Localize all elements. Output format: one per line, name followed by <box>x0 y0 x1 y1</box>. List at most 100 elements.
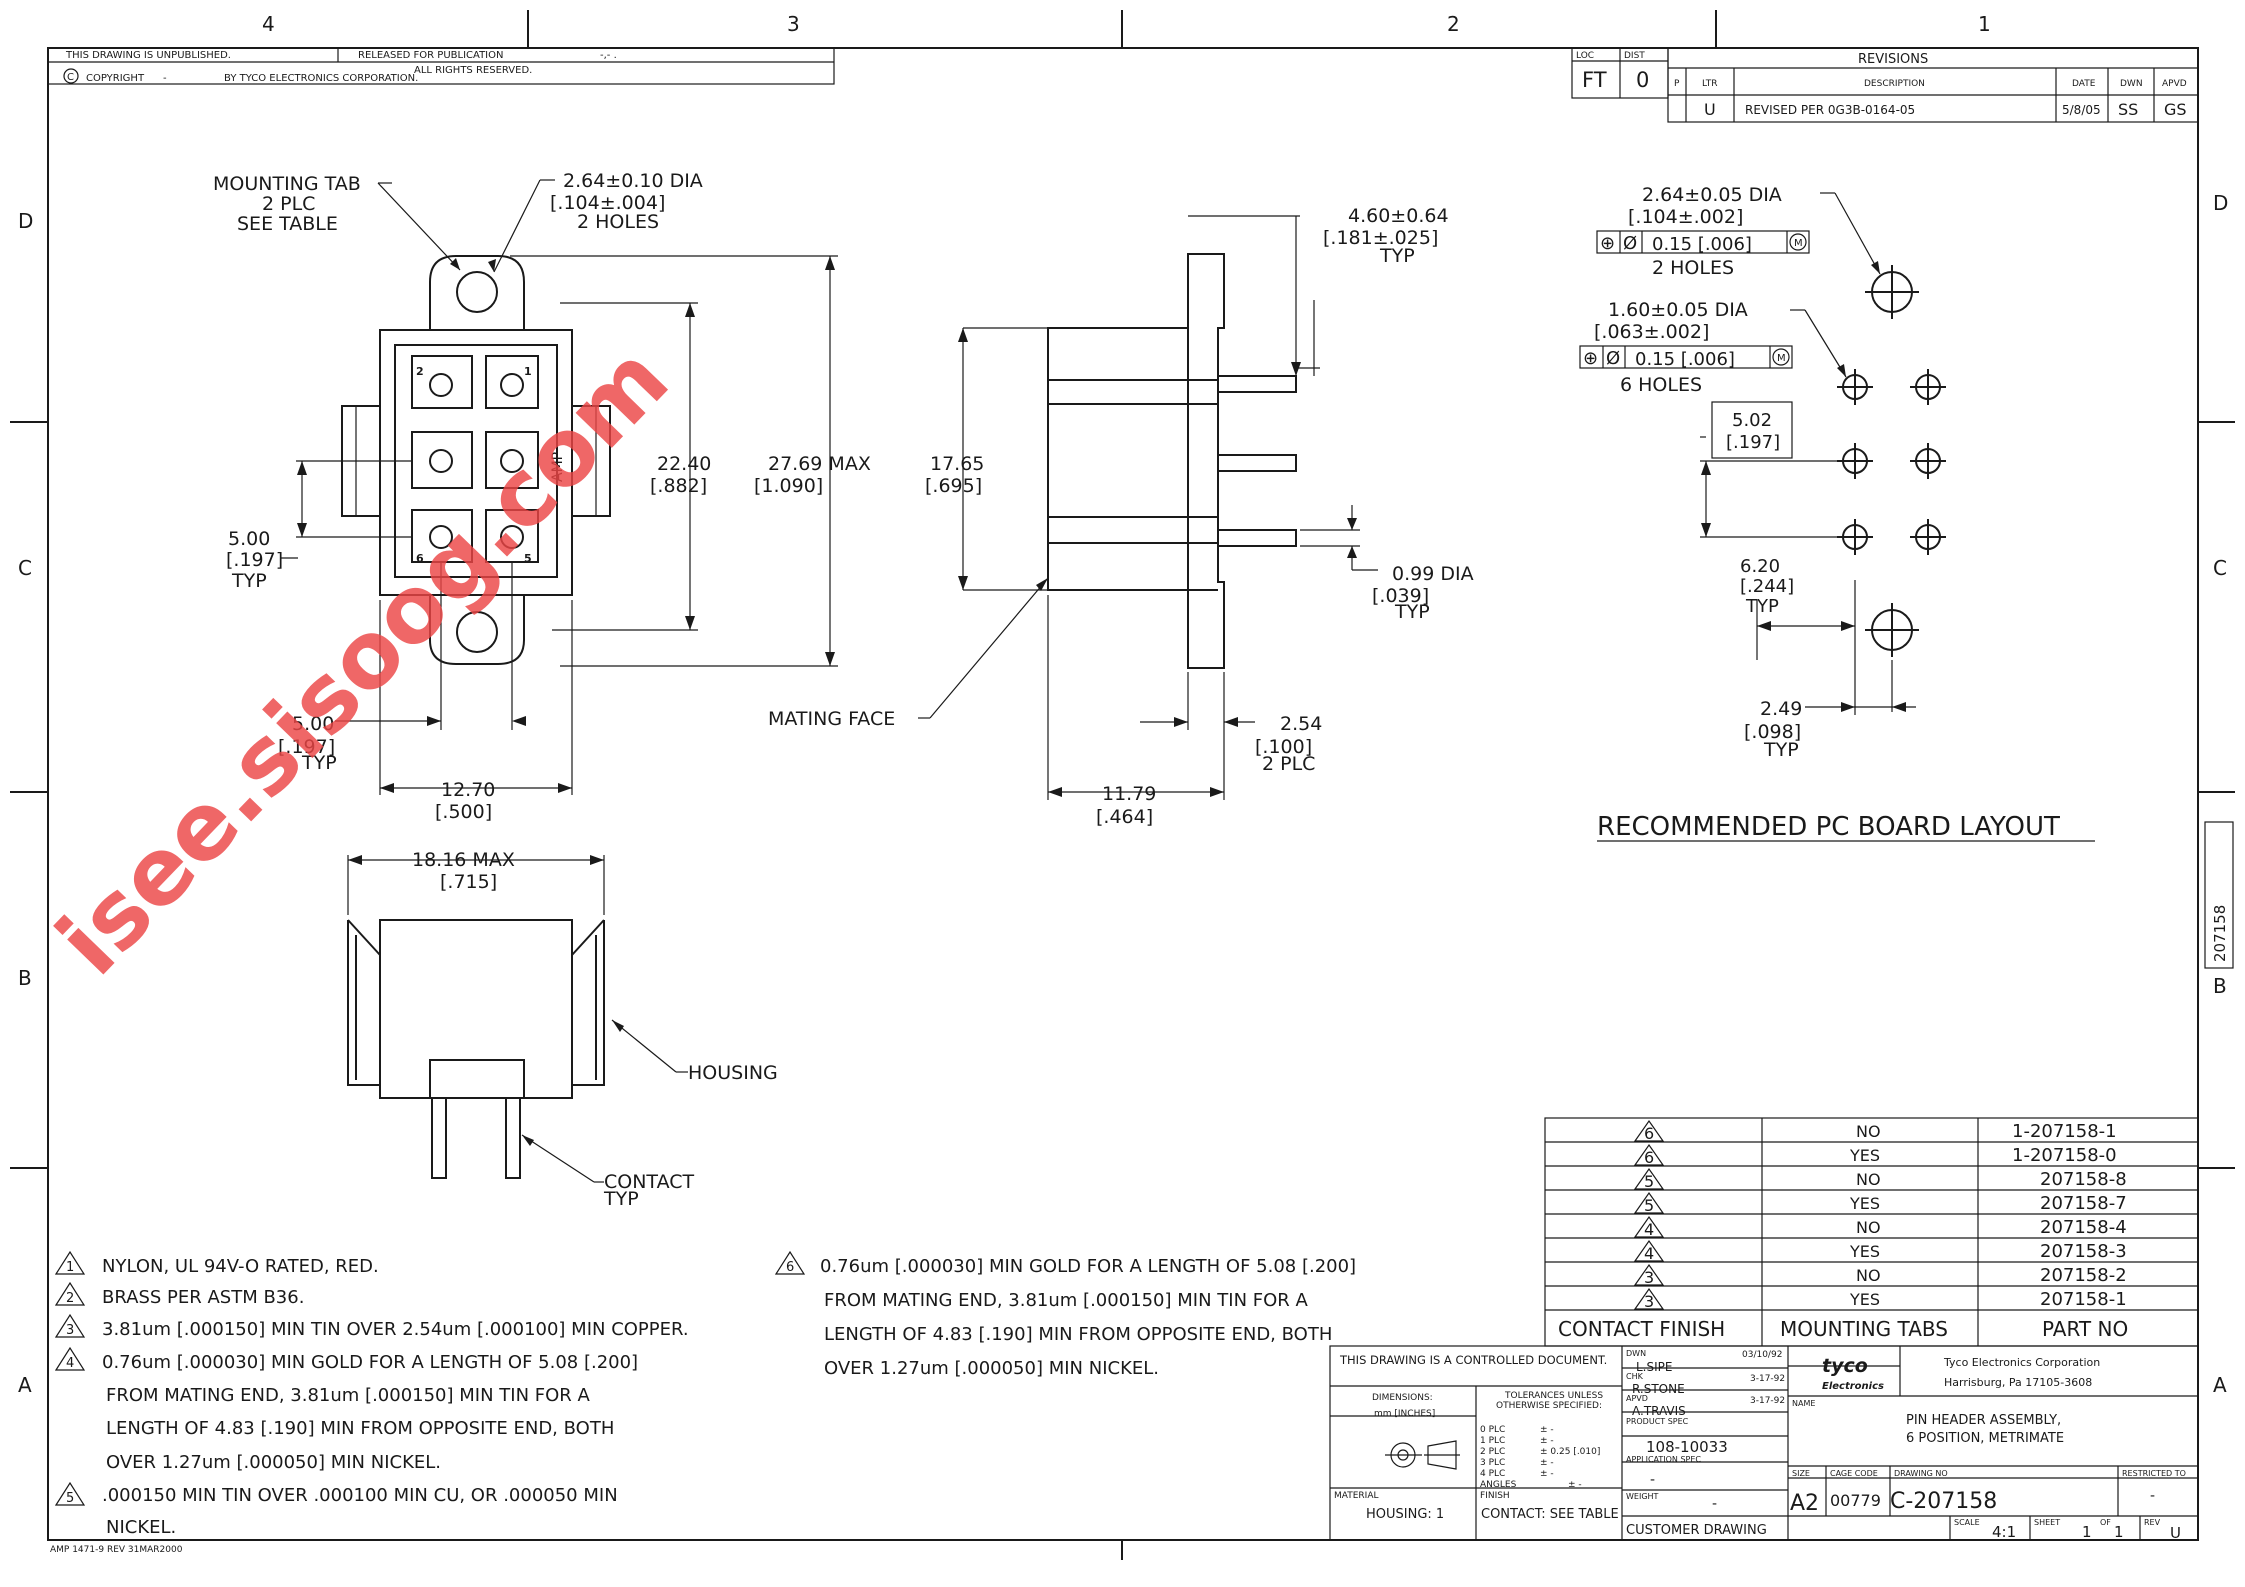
tol-3plc-value: ± - <box>1540 1458 1554 1468</box>
rev-label: REV <box>2144 1518 2161 1527</box>
pcb-arrowheads <box>1701 261 1906 712</box>
dim-460-inch: [.181±.025] <box>1323 227 1438 249</box>
scale-label: SCALE <box>1954 1518 1980 1527</box>
title-name-line2: 6 POSITION, METRIMATE <box>1906 1431 2064 1446</box>
finish-label: FINISH <box>1480 1491 1510 1501</box>
zone-top-4: 4 <box>262 12 275 36</box>
row7-finish: 3 <box>1644 1268 1654 1287</box>
mmc-symbol-1: M <box>1794 238 1803 249</box>
rev-col-date: DATE <box>2072 79 2096 89</box>
pcb-hole1-line1: 2.64±0.05 DIA <box>1642 184 1782 206</box>
note-2-number: 2 <box>66 1291 74 1306</box>
publication-header: C THIS DRAWING IS UNPUBLISHED. RELEASED … <box>47 47 835 85</box>
note-5-line2: NICKEL. <box>106 1517 176 1538</box>
pcb-layout-title: RECOMMENDED PC BOARD LAYOUT <box>1597 812 2060 842</box>
pcb-tol2-frame: ⊕ Ø 0.15 [.006] M <box>1579 345 1793 370</box>
note-5-number: 5 <box>66 1491 74 1506</box>
top-arrowheads <box>348 855 624 1146</box>
company-name: Tyco Electronics Corporation <box>1943 1356 2100 1369</box>
dim-500v-inch: [.197] <box>226 549 283 571</box>
notes: 1 2 3 4 5 6 NYLON, UL 94V-O RATED, RED. … <box>54 1250 1356 1538</box>
row2-part: 1-207158-0 <box>2012 1145 2117 1166</box>
pcb-tol1-frame: ⊕ Ø 0.15 [.006] M <box>1596 230 1810 255</box>
dim-099-value: 0.99 DIA <box>1392 563 1474 585</box>
note-3: 3.81um [.000150] MIN TIN OVER 2.54um [.0… <box>102 1319 689 1340</box>
dim-249-value: 2.49 <box>1760 698 1802 720</box>
dim-620-value: 6.20 <box>1740 556 1780 577</box>
rev-apvd: GS <box>2164 100 2187 119</box>
watermark: isee.sisoog.com <box>37 325 689 995</box>
chk-value: R.STONE <box>1632 1382 1685 1396</box>
row3-part: 207158-8 <box>2040 1169 2127 1190</box>
rev-dwn: SS <box>2118 100 2138 119</box>
rev-col-desc: DESCRIPTION <box>1864 79 1925 89</box>
zone-side-d: D <box>18 209 33 233</box>
apvd-value: A.TRAVIS <box>1632 1404 1686 1418</box>
pcb-tol2: 0.15 [.006] <box>1635 349 1735 370</box>
note-4-line2: FROM MATING END, 3.81um [.000150] MIN TI… <box>106 1385 591 1406</box>
apvd-label: APVD <box>1626 1394 1648 1403</box>
pcb-hole2-line2: [.063±.002] <box>1594 321 1709 343</box>
note-6-line2: FROM MATING END, 3.81um [.000150] MIN TI… <box>824 1290 1309 1311</box>
finish-value: CONTACT: SEE TABLE <box>1481 1507 1619 1522</box>
title-name-line1: PIN HEADER ASSEMBLY, <box>1906 1413 2061 1428</box>
row1-tabs: NO <box>1856 1122 1881 1141</box>
dim-1270-value: 12.70 <box>441 779 495 801</box>
dwg-label: DRAWING NO <box>1894 1469 1948 1478</box>
zone-side-c-right: C <box>2213 556 2227 580</box>
chk-label: CHK <box>1626 1372 1644 1381</box>
units-label: mm [INCHES] <box>1374 1409 1435 1419</box>
row4-finish: 5 <box>1644 1196 1654 1215</box>
restricted-label: RESTRICTED TO <box>2122 1469 2186 1478</box>
note-6-line4: OVER 1.27um [.000050] MIN NICKEL. <box>824 1358 1159 1379</box>
tyco-logo-word: tyco <box>1822 1355 1868 1377</box>
pcb-tol1: 0.15 [.006] <box>1652 234 1752 255</box>
note-4-line3: LENGTH OF 4.83 [.190] MIN FROM OPPOSITE … <box>106 1418 614 1439</box>
tol-0plc-value: ± - <box>1540 1425 1554 1435</box>
dist-value: 0 <box>1636 68 1649 92</box>
zone-top-1: 1 <box>1978 12 1991 36</box>
dim-2240-inch: [.882] <box>650 475 707 497</box>
tol-0plc-label: 0 PLC <box>1480 1425 1505 1435</box>
zone-side-b: B <box>18 966 32 990</box>
weight-value: - <box>1712 1496 1717 1512</box>
pcb-hole2-line1: 1.60±0.05 DIA <box>1608 299 1748 321</box>
size-label: SIZE <box>1792 1469 1810 1478</box>
zone-side-a: A <box>18 1373 32 1397</box>
pin-cavities <box>411 355 539 563</box>
amp-mark: AMP <box>550 452 566 482</box>
pcb-hole1-line2: [.104±.002] <box>1628 206 1743 228</box>
dwn-date: 03/10/92 <box>1742 1350 1782 1360</box>
row6-part: 207158-3 <box>2040 1241 2127 1262</box>
apvd-date: 3-17-92 <box>1750 1396 1785 1406</box>
note-1-number: 1 <box>66 1260 74 1275</box>
side-part-no: 207158 <box>2211 905 2229 962</box>
product-spec-value: 108-10033 <box>1646 1438 1728 1456</box>
drawing-number: C-207158 <box>1890 1489 1997 1514</box>
tol-angles-value: ± - <box>1568 1480 1582 1490</box>
tyco-logo-sub: Electronics <box>1822 1381 1884 1392</box>
rev-ltr: U <box>1704 100 1716 119</box>
dim-254-value: 2.54 <box>1280 713 1322 735</box>
chk-date: 3-17-92 <box>1750 1374 1785 1384</box>
top-view: 18.16 MAX [.715] HOUSING CONTACT TYP <box>347 849 778 1210</box>
row5-finish: 4 <box>1644 1220 1654 1239</box>
part-number-table: 6 NO 1-207158-1 6 YES 1-207158-0 5 NO 20… <box>1544 1117 2199 1347</box>
header-contact-finish: CONTACT FINISH <box>1558 1317 1725 1341</box>
header-mounting-tabs: MOUNTING TABS <box>1780 1317 1948 1341</box>
mmc-symbol-2: M <box>1777 353 1786 364</box>
row2-finish: 6 <box>1644 1148 1654 1167</box>
loc-value: FT <box>1582 68 1607 92</box>
dist-label: DIST <box>1624 51 1645 61</box>
zone-side-c: C <box>18 556 32 580</box>
form-number: AMP 1471-9 REV 31MAR2000 <box>50 1545 183 1555</box>
mounting-tab-line1: MOUNTING TAB <box>213 173 361 195</box>
tol-2plc-value: ± 0.25 [.010] <box>1540 1447 1600 1457</box>
note-4-line1: 0.76um [.000030] MIN GOLD FOR A LENGTH O… <box>102 1352 638 1373</box>
zone-top-2: 2 <box>1447 12 1460 36</box>
copyright-symbol: C <box>67 72 74 83</box>
dim-1179-value: 11.79 <box>1102 783 1156 805</box>
pin-6-label: 6 <box>416 552 424 565</box>
rev-col-dwn: DWN <box>2120 79 2143 89</box>
sheet-value: 1 <box>2082 1523 2092 1541</box>
